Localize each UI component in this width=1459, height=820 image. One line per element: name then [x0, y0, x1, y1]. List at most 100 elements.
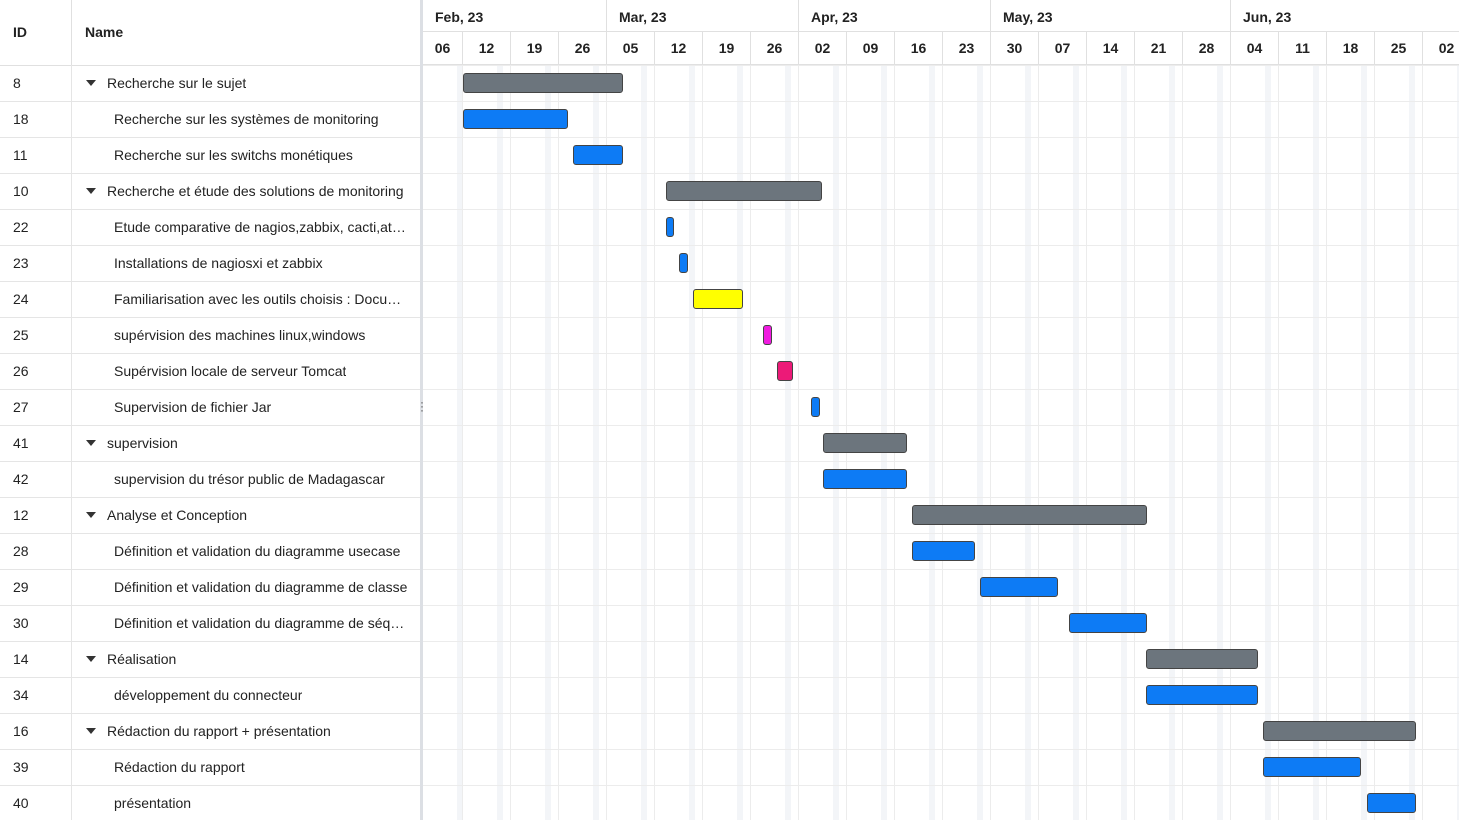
table-row[interactable]: 29 Définition et validation du diagramme…: [0, 569, 420, 606]
table-row[interactable]: 22 Etude comparative de nagios,zabbix, c…: [0, 209, 420, 246]
task-bar[interactable]: [666, 181, 822, 201]
task-bar[interactable]: [1367, 793, 1416, 813]
caret-down-icon[interactable]: [86, 440, 96, 446]
task-id: 42: [13, 471, 29, 487]
table-row[interactable]: 39 Rédaction du rapport: [0, 749, 420, 786]
task-bar[interactable]: [911, 541, 976, 561]
table-row[interactable]: 30 Définition et validation du diagramme…: [0, 605, 420, 642]
resize-handle-icon[interactable]: ···: [420, 395, 424, 417]
task-bar[interactable]: [666, 217, 675, 237]
row-gridline: [423, 641, 1459, 642]
table-row[interactable]: 23 Installations de nagiosxi et zabbix: [0, 245, 420, 282]
cell-id: 34: [0, 677, 72, 713]
task-bar[interactable]: [693, 289, 744, 309]
task-id: 23: [13, 255, 29, 271]
column-gridline: [1086, 65, 1087, 820]
task-bar[interactable]: [1146, 685, 1258, 705]
caret-down-icon[interactable]: [86, 80, 96, 86]
table-row[interactable]: 25 supérvision des machines linux,window…: [0, 317, 420, 354]
task-name: Familiarisation avec les outils choisis …: [114, 291, 402, 307]
task-name: Supérvision locale de serveur Tomcat: [114, 363, 347, 379]
table-row[interactable]: 24 Familiarisation avec les outils chois…: [0, 281, 420, 318]
week-header: 09: [847, 32, 895, 65]
table-row[interactable]: 10 Recherche et étude des solutions de m…: [0, 173, 420, 210]
row-gridline: [423, 245, 1459, 246]
table-row[interactable]: 26 Supérvision locale de serveur Tomcat: [0, 353, 420, 390]
week-header: 18: [1327, 32, 1375, 65]
column-header-id[interactable]: ID: [0, 0, 72, 65]
task-name: Définition et validation du diagramme us…: [114, 543, 401, 559]
task-bar[interactable]: [979, 577, 1058, 597]
table-row[interactable]: 11 Recherche sur les switchs monétiques: [0, 137, 420, 174]
table-row[interactable]: 42 supervision du trésor public de Madag…: [0, 461, 420, 498]
row-gridline: [423, 389, 1459, 390]
cell-name: Définition et validation du diagramme de…: [72, 569, 412, 605]
table-row[interactable]: 18 Recherche sur les systèmes de monitor…: [0, 101, 420, 138]
table-row[interactable]: 41 supervision: [0, 425, 420, 462]
task-bar[interactable]: [776, 361, 793, 381]
weekend-shade: [1313, 65, 1319, 820]
weekend-shade: [545, 65, 551, 820]
week-header: 07: [1039, 32, 1087, 65]
task-bar[interactable]: [811, 397, 820, 417]
task-bar[interactable]: [463, 73, 623, 93]
task-name: supervision du trésor public de Madagasc…: [114, 471, 385, 487]
table-row[interactable]: 40 présentation: [0, 785, 420, 820]
week-header: 26: [751, 32, 799, 65]
task-bar[interactable]: [573, 145, 623, 165]
column-gridline: [990, 65, 991, 820]
row-gridline: [423, 281, 1459, 282]
caret-down-icon[interactable]: [86, 656, 96, 662]
task-bar[interactable]: [823, 433, 907, 453]
task-bar[interactable]: [763, 325, 773, 345]
row-gridline: [423, 533, 1459, 534]
task-bar[interactable]: [1263, 721, 1416, 741]
column-header-name[interactable]: Name: [85, 24, 124, 40]
weekend-shade: [929, 65, 935, 820]
cell-id: 39: [0, 749, 72, 785]
table-row[interactable]: 14 Réalisation: [0, 641, 420, 678]
caret-down-icon[interactable]: [86, 728, 96, 734]
cell-id: 14: [0, 641, 72, 677]
task-id: 14: [13, 651, 29, 667]
weekend-shade: [1361, 65, 1367, 820]
row-gridline: [423, 173, 1459, 174]
task-bar[interactable]: [1263, 757, 1362, 777]
cell-id: 10: [0, 173, 72, 209]
column-gridline: [798, 65, 799, 820]
cell-name: Supérvision locale de serveur Tomcat: [72, 353, 412, 389]
column-gridline: [1038, 65, 1039, 820]
table-row[interactable]: 27 Supervision de fichier Jar: [0, 389, 420, 426]
row-gridline: [423, 677, 1459, 678]
task-bar[interactable]: [679, 253, 689, 273]
task-id: 27: [13, 399, 29, 415]
task-bar[interactable]: [1146, 649, 1258, 669]
caret-down-icon[interactable]: [86, 188, 96, 194]
column-gridline: [1230, 65, 1231, 820]
cell-id: 24: [0, 281, 72, 317]
task-bar[interactable]: [823, 469, 907, 489]
table-row[interactable]: 34 développement du connecteur: [0, 677, 420, 714]
weekend-shade: [1025, 65, 1031, 820]
table-row[interactable]: 28 Définition et validation du diagramme…: [0, 533, 420, 570]
caret-down-icon[interactable]: [86, 512, 96, 518]
task-bar[interactable]: [463, 109, 569, 129]
cell-id: 25: [0, 317, 72, 353]
row-gridline: [423, 101, 1459, 102]
weekend-shade: [641, 65, 647, 820]
cell-name: développement du connecteur: [72, 677, 412, 713]
table-row[interactable]: 12 Analyse et Conception: [0, 497, 420, 534]
task-bar[interactable]: [1069, 613, 1147, 633]
table-row[interactable]: 8 Recherche sur le sujet: [0, 65, 420, 102]
week-header: 05: [607, 32, 655, 65]
cell-id: 22: [0, 209, 72, 245]
table-row[interactable]: 16 Rédaction du rapport + présentation: [0, 713, 420, 750]
panel-splitter[interactable]: [420, 0, 423, 820]
task-name: supervision: [107, 435, 178, 451]
weekend-shade: [737, 65, 743, 820]
task-bar[interactable]: [911, 505, 1147, 525]
task-id: 24: [13, 291, 29, 307]
cell-id: 41: [0, 425, 72, 461]
week-header: 19: [511, 32, 559, 65]
